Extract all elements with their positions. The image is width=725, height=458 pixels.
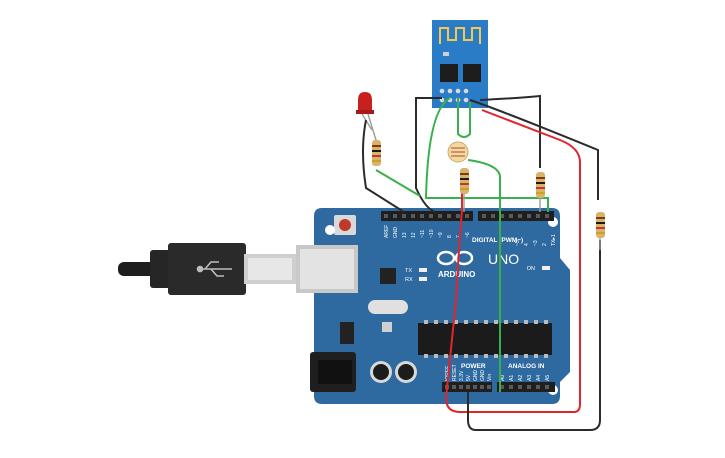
pin-label: ~11	[420, 230, 426, 238]
resistor[interactable]	[596, 212, 605, 238]
pin-label: ~3	[533, 240, 539, 246]
wire-black[interactable]	[467, 99, 601, 431]
wire-green[interactable]	[424, 97, 549, 212]
esp8266-wifi-module[interactable]	[432, 20, 488, 108]
capacitor	[395, 361, 417, 383]
on-label: ON	[527, 266, 535, 272]
reset-button[interactable]	[334, 215, 356, 235]
tx-label: TX	[405, 268, 412, 274]
analog-label: ANALOG IN	[508, 363, 545, 370]
regulator	[340, 322, 354, 344]
board-model: UNO	[488, 251, 519, 267]
digital-label: DIGITAL (PWM~)	[472, 237, 523, 244]
wire-black[interactable]	[479, 94, 541, 168]
mounting-hole	[325, 225, 335, 235]
arduino-logo-icon	[436, 250, 474, 266]
pin-label: 12	[411, 232, 417, 238]
pin-label: AREF	[384, 225, 390, 238]
pin-label: ~9	[438, 232, 444, 238]
atmega-chip	[418, 323, 552, 355]
photoresistor[interactable]	[447, 141, 469, 163]
wire-green[interactable]	[467, 159, 501, 392]
usb-chip	[380, 268, 396, 284]
arduino-uno-board[interactable]: ARDUINO UNO DIGITAL (PWM~) POWER ANALOG …	[296, 208, 570, 404]
usb-cable[interactable]	[118, 243, 296, 295]
pin-label: GND	[393, 227, 399, 239]
on-led	[542, 266, 550, 270]
pin-label: ~10	[429, 229, 435, 238]
wire-black[interactable]	[362, 119, 405, 213]
rx-label: RX	[405, 277, 413, 283]
power-label: POWER	[461, 363, 486, 370]
resistor[interactable]	[536, 172, 545, 198]
tx-led	[419, 268, 427, 272]
usb-icon	[196, 261, 232, 277]
pin-label: 8	[447, 235, 453, 238]
wire-red[interactable]	[444, 109, 581, 413]
pin-label: ~6	[465, 232, 471, 238]
pin-label: A5	[545, 375, 551, 381]
digital-header-right	[478, 211, 554, 221]
digital-header-left	[381, 211, 473, 221]
pin-label: TX▸1	[551, 234, 557, 246]
crystal	[368, 300, 408, 314]
pin-label: 2	[542, 243, 548, 246]
resistor[interactable]	[372, 140, 381, 166]
pin-label: A2	[518, 375, 524, 381]
pin-label: RX◂0	[560, 234, 566, 246]
wire-green[interactable]	[457, 98, 471, 138]
wire-black[interactable]	[415, 97, 442, 213]
pin-label: Vin	[487, 374, 493, 381]
pin-label: GND	[480, 370, 486, 382]
pin-label: 5V	[466, 374, 472, 381]
pin-label: 3.3V	[459, 370, 465, 381]
capacitor	[370, 361, 392, 383]
pin-label: RESET	[452, 364, 458, 381]
pin-label: A0	[500, 375, 506, 381]
pin-label: 13	[402, 232, 408, 238]
small-component	[382, 322, 392, 332]
pin-label: ~5	[515, 240, 521, 246]
wire-led-lead[interactable]	[375, 169, 421, 197]
red-led[interactable]	[356, 92, 377, 141]
pin-label: A4	[536, 375, 542, 381]
pin-label: 4	[524, 243, 530, 246]
pin-label: GND	[473, 370, 479, 382]
resistor[interactable]	[460, 168, 469, 194]
pin-label: A3	[527, 375, 533, 381]
pin-label: A1	[509, 375, 515, 381]
analog-header	[497, 382, 555, 392]
rx-led	[419, 277, 427, 281]
antenna-icon	[439, 27, 481, 44]
